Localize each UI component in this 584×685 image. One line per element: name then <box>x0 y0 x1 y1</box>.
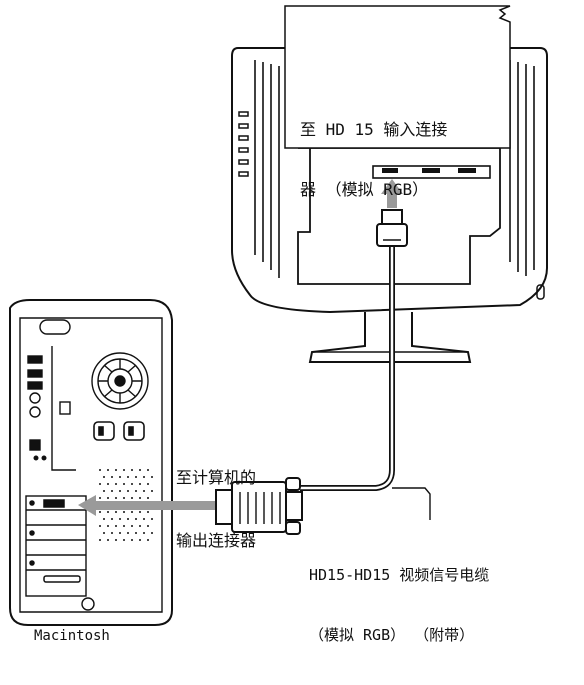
monitor-connector-label: 至 HD 15 输入连接 器 （模拟 RGB） <box>300 80 447 240</box>
diagram-drawing <box>9 5 548 626</box>
monitor-plug <box>376 209 408 247</box>
expansion-slots <box>25 495 87 597</box>
video-cable <box>300 240 431 520</box>
fan <box>91 352 149 410</box>
computer-plug <box>215 477 303 535</box>
connection-diagram: 至 HD 15 输入连接 器 （模拟 RGB） 至计算机的 输出连接器 HD15… <box>9 5 548 644</box>
tower-outline <box>9 299 173 626</box>
cable-label: HD15-HD15 视频信号电缆 （模拟 RGB） （附带） <box>309 525 489 685</box>
cable-label-line2: （模拟 RGB） （附带） <box>309 626 475 644</box>
monitor-callout-sheet <box>284 5 511 149</box>
monitor-ports <box>382 168 476 173</box>
tower-inner <box>19 317 163 613</box>
arrow-to-monitor <box>381 179 403 208</box>
computer-name-label: Macintosh <box>34 628 110 644</box>
computer-connector-label-line2: 输出连接器 <box>176 531 257 550</box>
computer-connector-label: 至计算机的 输出连接器 <box>176 425 256 593</box>
monitor-connector-label-line1: 至 HD 15 输入连接 <box>300 120 448 139</box>
computer-tower <box>9 299 173 626</box>
power-switch <box>536 284 545 300</box>
vent-left <box>254 60 280 278</box>
computer-connector-label-line1: 至计算机的 <box>176 468 257 487</box>
io-ports <box>27 346 76 471</box>
power-sockets <box>93 421 145 441</box>
tower-handle <box>39 319 71 335</box>
monitor-connector-label-line2: 器 （模拟 RGB） <box>300 180 429 199</box>
tower-foot <box>81 597 95 611</box>
arrow-to-computer <box>78 495 220 516</box>
connector-recess <box>297 147 501 285</box>
cable-label-line1: HD15-HD15 视频信号电缆 <box>309 566 490 584</box>
monitor-port-panel <box>372 165 491 179</box>
monitor-buttons <box>238 111 249 177</box>
